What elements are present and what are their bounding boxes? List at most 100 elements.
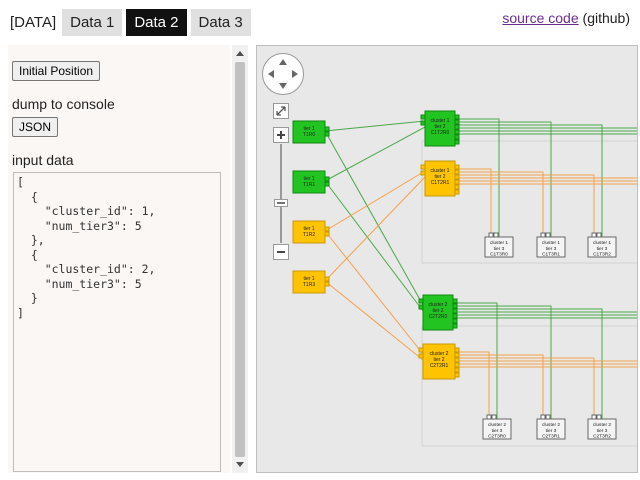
panel-scrollbar[interactable] [232, 45, 248, 473]
port-icon [454, 139, 460, 145]
t1-t2-link [324, 130, 424, 306]
t2-t3-link [455, 168, 492, 237]
zoom-slider-track[interactable] [280, 144, 282, 243]
tier3-node-label: cluster 1 [542, 240, 560, 246]
tab-data-3[interactable]: Data 3 [190, 8, 251, 36]
port-icon [454, 134, 460, 140]
tier2-node-label: tier 2 [434, 124, 445, 130]
json-button[interactable]: JSON [12, 117, 59, 137]
port-icon [452, 298, 458, 304]
port-icon [324, 181, 330, 187]
t2-t3-link [453, 308, 603, 419]
tier3-node-box [587, 418, 617, 440]
scroll-thumb[interactable] [235, 62, 245, 457]
port-icon [324, 131, 330, 137]
zoom-slider-handle[interactable] [274, 199, 288, 207]
port-icon [418, 298, 424, 304]
port-icon [420, 114, 426, 120]
port-icon [452, 323, 458, 329]
port-icon [454, 164, 460, 170]
port-icon [418, 353, 424, 359]
tier2-node-label: tier 2 [432, 308, 443, 314]
t2-t3-link [455, 354, 544, 419]
port-icon [454, 362, 460, 368]
tier3-node-box [482, 418, 512, 440]
input-data-label: input data [12, 152, 74, 168]
tier1-node-label: tier 1 [303, 126, 314, 132]
port-icon [452, 308, 458, 314]
tier2-node-label: tier 2 [434, 174, 445, 180]
t2-t3-link [455, 174, 595, 237]
tier2-node-label: cluster 1 [431, 168, 450, 174]
tier2-node-label: cluster 2 [429, 302, 448, 308]
tier2-node-box [422, 343, 456, 380]
source-code-link[interactable]: source code [502, 10, 579, 26]
t2-t3-link [453, 302, 498, 419]
port-icon [540, 414, 546, 420]
port-icon [493, 232, 499, 238]
tier2-node-box [422, 294, 454, 331]
tier3-node-label: tier 3 [492, 428, 503, 434]
tab-data-2[interactable]: Data 2 [126, 8, 187, 36]
fit-to-screen-icon[interactable] [273, 103, 289, 119]
port-icon [454, 184, 460, 190]
tier3-node-label: C1T3R1 [542, 252, 560, 258]
port-icon [454, 169, 460, 175]
initial-position-button[interactable]: Initial Position [12, 61, 101, 81]
github-label: (github) [582, 10, 630, 26]
tier2-node-box [424, 110, 456, 147]
port-icon [452, 318, 458, 324]
t2-t3-link [455, 121, 552, 237]
t1-t2-link [324, 180, 424, 312]
port-icon [596, 232, 602, 238]
input-data-textarea[interactable]: [ { "cluster_id": 1, "num_tier3": 5 }, {… [13, 172, 221, 472]
tier2-node-box [424, 160, 456, 197]
port-icon [324, 126, 330, 132]
scroll-down-arrow-icon[interactable] [236, 462, 244, 467]
tier1-node-label: T1R1 [303, 182, 315, 188]
port-icon [454, 124, 460, 130]
tier3-node-label: C2T3R2 [593, 434, 611, 440]
port-icon [454, 347, 460, 353]
t1-t2-link [324, 126, 426, 182]
tier1-node-label: T1R2 [303, 232, 315, 238]
t1-t2-link [324, 120, 426, 132]
scroll-up-arrow-icon[interactable] [236, 51, 244, 56]
tier2-node-label: C2T2R0 [429, 314, 448, 320]
port-icon [454, 119, 460, 125]
tier3-node-label: C2T3R0 [488, 434, 506, 440]
tier3-node-label: cluster 1 [490, 240, 508, 246]
tier3-node-label: cluster 2 [593, 422, 611, 428]
port-icon [454, 367, 460, 373]
port-icon [454, 372, 460, 378]
port-icon [420, 120, 426, 126]
tier3-node-label: tier 3 [546, 246, 557, 252]
t2-t3-link [455, 171, 544, 237]
plus-icon[interactable] [273, 127, 289, 143]
tier3-node-label: tier 3 [597, 428, 608, 434]
control-panel: Initial Position dump to console JSON in… [8, 45, 230, 473]
minus-icon[interactable] [273, 244, 289, 260]
tier3-node-box [587, 236, 617, 258]
port-icon [488, 232, 494, 238]
tab-data-1[interactable]: Data 1 [62, 8, 123, 36]
data-tabs: [DATA] Data 1 Data 2 Data 3 [10, 8, 255, 36]
pan-arrows-icon[interactable] [262, 53, 304, 95]
tier1-node-label: tier 1 [303, 226, 314, 232]
